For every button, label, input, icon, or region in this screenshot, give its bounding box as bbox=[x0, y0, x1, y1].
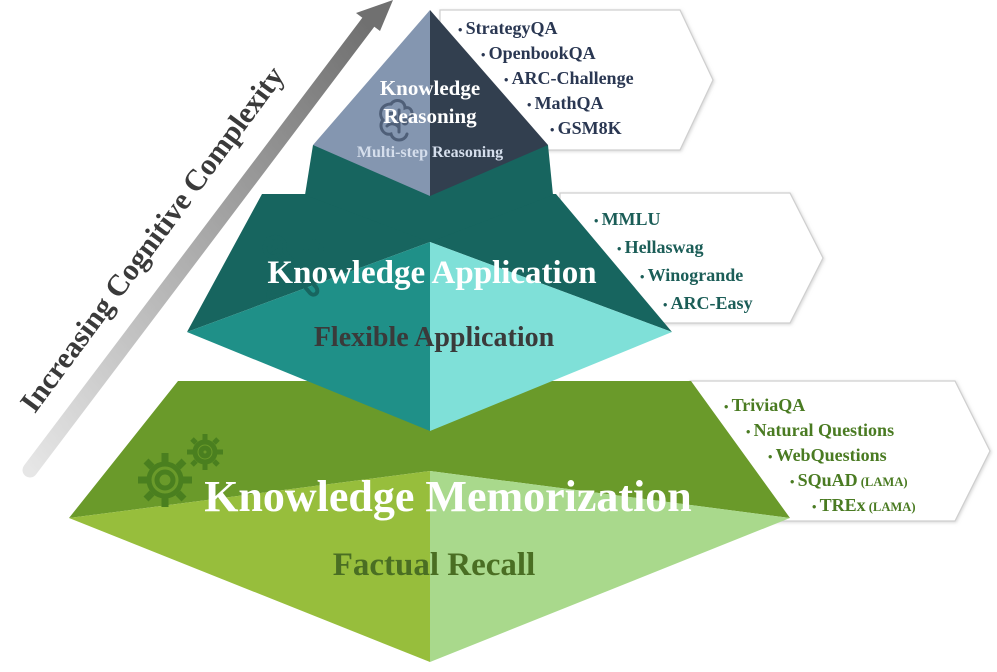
dataset-item: • WebQuestions bbox=[768, 445, 887, 465]
tier-top-right-face bbox=[430, 10, 548, 196]
tier-middle-subtitle: Flexible Application bbox=[314, 322, 555, 353]
tier-bottom bbox=[69, 381, 790, 662]
dataset-item: • TREx (LAMA) bbox=[812, 495, 916, 515]
tier-top-subtitle: Multi-step Reasoning bbox=[357, 144, 503, 161]
dataset-name: MMLU bbox=[602, 209, 661, 229]
tier-top-dataset-list: • StrategyQA• OpenbookQA• ARC-Challenge•… bbox=[458, 18, 634, 138]
tier-bottom-subtitle: Factual Recall bbox=[333, 547, 536, 583]
bullet: • bbox=[617, 242, 625, 256]
bullet: • bbox=[594, 214, 602, 228]
tier-middle-left-face bbox=[187, 242, 430, 431]
complexity-arrow bbox=[22, 0, 393, 478]
tier-top bbox=[305, 10, 553, 242]
dataset-name: ARC-Challenge bbox=[512, 68, 634, 88]
bullet: • bbox=[663, 298, 671, 312]
bullet: • bbox=[550, 123, 558, 137]
dataset-name: TREx bbox=[820, 495, 866, 515]
dataset-name: WebQuestions bbox=[776, 445, 887, 465]
bullet: • bbox=[790, 475, 798, 489]
dataset-item: • GSM8K bbox=[550, 118, 622, 138]
tier-middle-dataset-list: • MMLU• Hellaswag• Winogrande• ARC-Easy bbox=[594, 209, 753, 313]
dataset-name: Hellaswag bbox=[625, 237, 704, 257]
dataset-name: MathQA bbox=[535, 93, 604, 113]
tier-top-left-face bbox=[313, 10, 430, 196]
bullet: • bbox=[812, 500, 820, 514]
bullet: • bbox=[724, 400, 732, 414]
tier-middle-title: Knowledge Application bbox=[267, 255, 596, 291]
tier-bottom-right-face bbox=[430, 471, 790, 662]
dataset-item: • SQuAD (LAMA) bbox=[790, 470, 908, 490]
dataset-item: • TriviaQA bbox=[724, 395, 805, 415]
dataset-name: OpenbookQA bbox=[489, 43, 596, 63]
tier-middle-right-face bbox=[430, 242, 672, 431]
dataset-item: • Hellaswag bbox=[617, 237, 704, 257]
dataset-note: (LAMA) bbox=[858, 475, 908, 489]
dataset-item: • ARC-Easy bbox=[663, 293, 753, 313]
tier-top-title-line2: Reasoning bbox=[383, 104, 477, 128]
dataset-name: ARC-Easy bbox=[671, 293, 753, 313]
bullet: • bbox=[458, 23, 466, 37]
bullet: • bbox=[640, 270, 648, 284]
tier-bottom-title: Knowledge Memorization bbox=[204, 472, 692, 521]
dataset-note: (LAMA) bbox=[866, 500, 916, 514]
tier-bottom-left-face bbox=[69, 471, 430, 662]
bullet: • bbox=[481, 48, 489, 62]
dataset-item: • ARC-Challenge bbox=[504, 68, 634, 88]
tier-middle-band bbox=[187, 194, 672, 332]
bullet: • bbox=[527, 98, 535, 112]
bullet: • bbox=[504, 73, 512, 87]
bullet: • bbox=[746, 425, 754, 439]
dataset-name: GSM8K bbox=[558, 118, 622, 138]
tier-bottom-band bbox=[69, 381, 790, 518]
dataset-name: StrategyQA bbox=[466, 18, 558, 38]
tier-top-title-line1: Knowledge bbox=[380, 76, 480, 100]
brain-icon bbox=[379, 99, 414, 142]
dataset-item: • OpenbookQA bbox=[481, 43, 596, 63]
dataset-item: • MMLU bbox=[594, 209, 661, 229]
dataset-name: Natural Questions bbox=[754, 420, 895, 440]
tier-middle bbox=[187, 194, 672, 431]
dataset-name: TriviaQA bbox=[732, 395, 806, 415]
dataset-item: • Natural Questions bbox=[746, 420, 894, 440]
dataset-item: • Winogrande bbox=[640, 265, 743, 285]
dataset-item: • StrategyQA bbox=[458, 18, 558, 38]
gears-icon bbox=[138, 434, 223, 507]
dataset-name: SQuAD bbox=[798, 470, 858, 490]
wrench-screwdriver-icon bbox=[262, 234, 324, 299]
dataset-item: • MathQA bbox=[527, 93, 604, 113]
dataset-name: Winogrande bbox=[648, 265, 744, 285]
tier-bottom-dataset-list: • TriviaQA• Natural Questions• WebQuesti… bbox=[724, 395, 916, 515]
bullet: • bbox=[768, 450, 776, 464]
